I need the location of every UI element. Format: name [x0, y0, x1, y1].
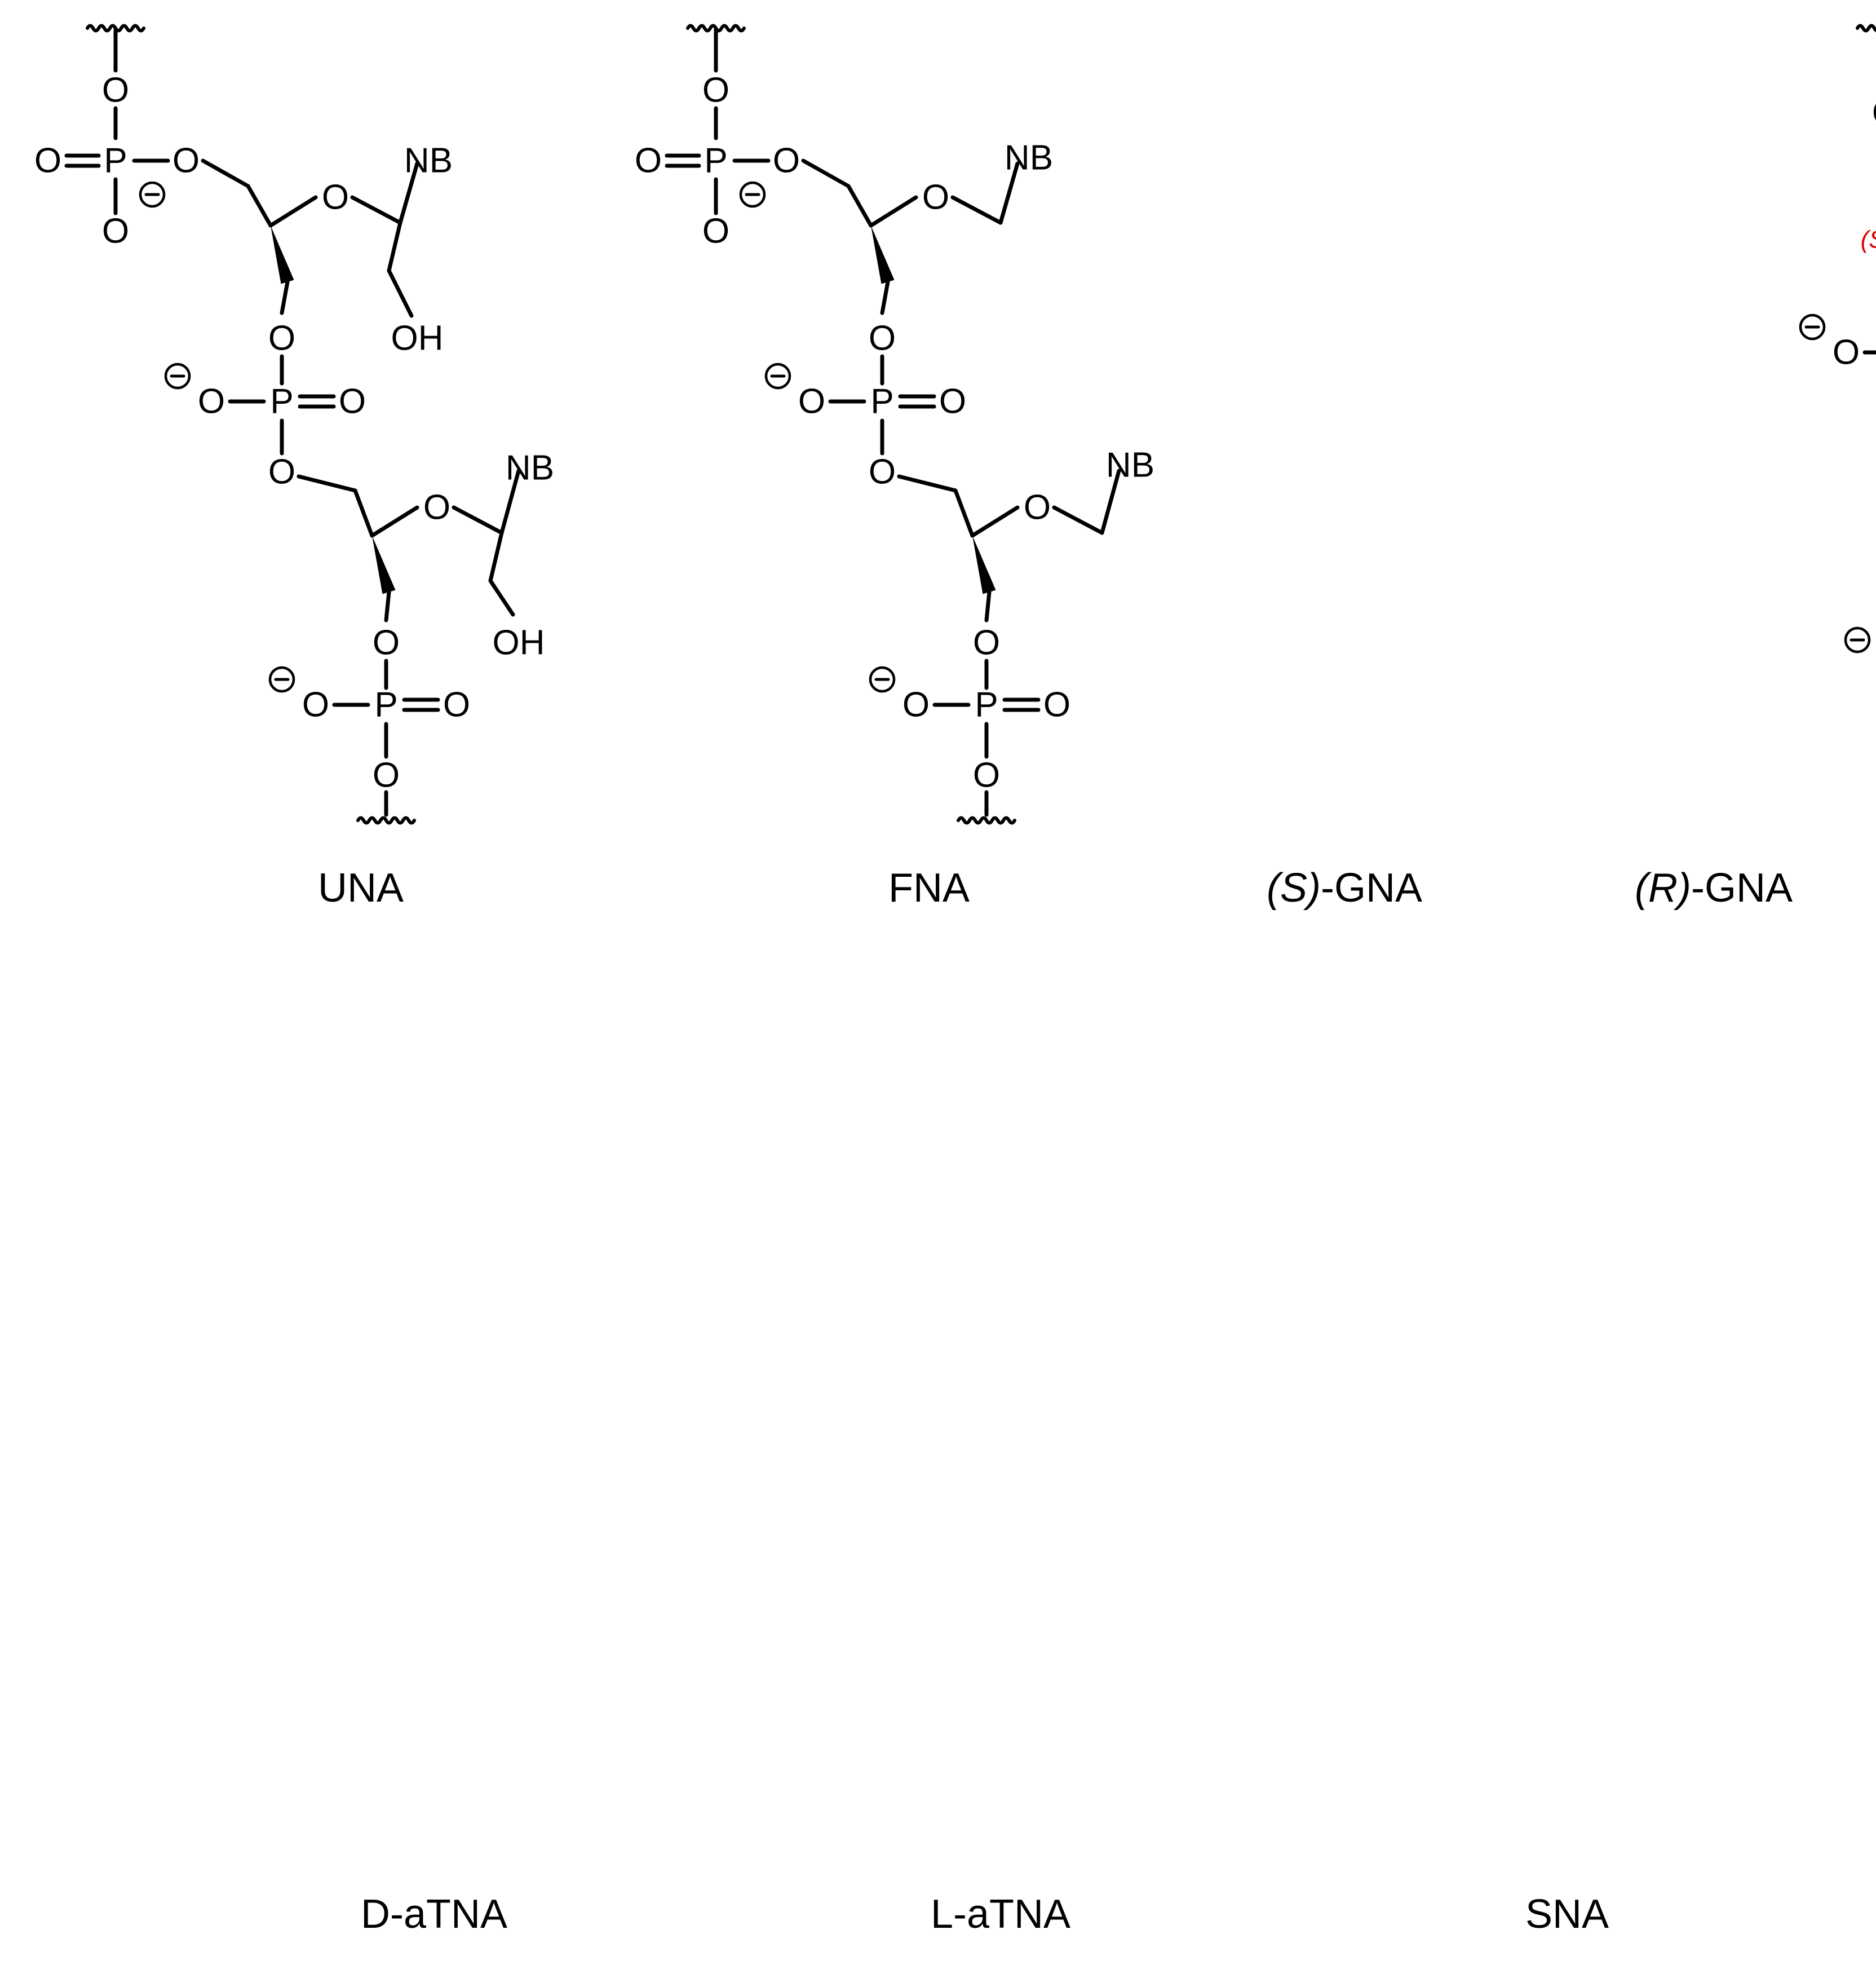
- nucleobase-label: NB: [506, 449, 554, 488]
- single-bond: [1052, 505, 1104, 535]
- oxygen-atom: O: [973, 756, 1000, 795]
- single-bond: [984, 590, 992, 622]
- single-bond: [387, 220, 402, 273]
- oxygen-atom: O: [102, 212, 129, 251]
- caption-sna: SNA: [1525, 1892, 1609, 1937]
- ring-oxygen: O: [322, 178, 349, 217]
- nucleobase-label: NB: [404, 142, 453, 180]
- oxygen-atom: O: [702, 71, 729, 110]
- oxygen-atom: O: [798, 382, 825, 421]
- oxygen-atom: O: [443, 686, 470, 725]
- oxygen-atom: O: [1872, 94, 1876, 133]
- nucleobase-label: NB: [1005, 139, 1053, 178]
- caption-una: UNA: [318, 866, 404, 911]
- single-bond: [384, 590, 391, 622]
- oxygen-atom: O: [1043, 686, 1070, 725]
- single-bond: [897, 474, 958, 493]
- single-bond: [350, 195, 402, 225]
- fna-bottom-chain-break: [957, 816, 1016, 825]
- phosphorus-atom: P: [270, 382, 293, 421]
- oxygen-atom: O: [1833, 333, 1860, 372]
- single-bond: [370, 505, 419, 538]
- single-bond: [297, 474, 357, 493]
- caption-s-gna: (S)-GNA: [1267, 866, 1422, 911]
- caption-s-gna-prefix: (S): [1267, 866, 1321, 911]
- caption-r-gna-suffix: -GNA: [1691, 866, 1793, 911]
- caption-d-atna: D-aTNA: [361, 1892, 507, 1937]
- ether-oxygen: O: [922, 178, 949, 217]
- single-bond: [488, 531, 504, 583]
- single-bond: [869, 195, 918, 228]
- oxygen-atom: O: [102, 71, 129, 110]
- oxygen-atom: O: [702, 212, 729, 251]
- single-bond: [846, 184, 873, 228]
- phosphorus-atom: P: [104, 142, 127, 180]
- oxygen-atom: O: [939, 382, 966, 421]
- caption-s-gna-suffix: -GNA: [1321, 866, 1422, 911]
- oxygen-atom: O: [973, 624, 1000, 663]
- oxygen-atom: O: [34, 142, 61, 180]
- fna-wedge-bond: [972, 536, 996, 594]
- single-bond: [268, 195, 318, 228]
- una-wedge-bond: [372, 536, 396, 594]
- single-bond: [488, 579, 515, 617]
- oxygen-atom: O: [773, 142, 800, 180]
- hydroxyl-label: OH: [391, 319, 444, 358]
- phosphorus-atom: P: [374, 686, 397, 725]
- fna-wedge-bond: [871, 226, 895, 284]
- oxygen-atom: O: [373, 624, 400, 663]
- single-bond: [970, 505, 1020, 538]
- oxygen-atom: O: [339, 382, 366, 421]
- una-bottom-chain-break: [356, 816, 416, 825]
- captions-layer: UNA FNA (S)-GNA (R)-GNA D-aTNA L-aTNA SN…: [318, 866, 1793, 1937]
- caption-r-gna: (R)-GNA: [1635, 866, 1793, 911]
- single-bond: [880, 280, 890, 315]
- structure-fna: OPOOOONBOPOOOONBOPOOOONB(S)OPOOONB(S)OPO…: [635, 24, 1876, 825]
- single-bond: [280, 280, 290, 315]
- oxygen-atom: O: [198, 382, 225, 421]
- oxygen-atom: O: [373, 756, 400, 795]
- oxygen-atom: O: [635, 142, 662, 180]
- phosphorus-atom: P: [870, 382, 893, 421]
- ring-oxygen: O: [423, 488, 450, 527]
- single-bond: [387, 268, 414, 318]
- hydroxyl-label: OH: [493, 624, 545, 663]
- structure-s-gna: ONB(S)OPOOONB(S)OPOOOONB(R)OPOOONB(R)OPO…: [1799, 24, 1876, 653]
- single-bond: [499, 469, 521, 535]
- phosphorus-atom: P: [704, 142, 727, 180]
- caption-l-atna: L-aTNA: [931, 1892, 1070, 1937]
- gna-top-chain-break: [1856, 24, 1876, 33]
- single-bond: [452, 505, 504, 535]
- caption-r-gna-prefix: (R): [1635, 866, 1691, 911]
- single-bond: [398, 161, 419, 225]
- oxygen-atom: O: [172, 142, 200, 180]
- oxygen-atom: O: [902, 686, 930, 725]
- oxygen-atom: O: [869, 453, 896, 492]
- oxygen-atom: O: [302, 686, 329, 725]
- ether-oxygen: O: [1024, 488, 1051, 527]
- single-bond: [801, 158, 851, 188]
- single-bond: [953, 488, 975, 538]
- una-wedge-bond: [271, 226, 294, 284]
- oxygen-atom: O: [869, 319, 896, 358]
- single-bond: [998, 161, 1020, 225]
- single-bond: [353, 488, 374, 538]
- single-bond: [1100, 469, 1121, 535]
- oxygen-atom: O: [268, 453, 295, 492]
- nucleobase-label: NB: [1106, 446, 1154, 485]
- single-bond: [246, 184, 273, 228]
- phosphorus-atom: P: [975, 686, 998, 725]
- single-bond: [201, 158, 250, 188]
- stereo-descriptor: (S): [1861, 226, 1876, 254]
- caption-fna: FNA: [888, 866, 970, 911]
- single-bond: [950, 195, 1003, 225]
- oxygen-atom: O: [268, 319, 295, 358]
